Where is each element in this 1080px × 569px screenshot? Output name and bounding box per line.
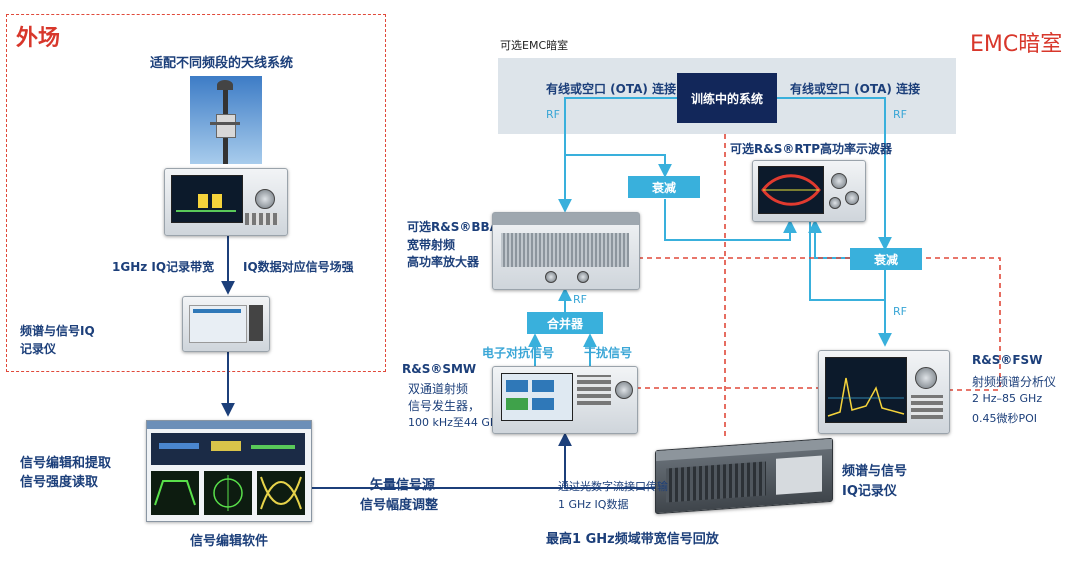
vector-label-line-2: 信号幅度调整 <box>360 498 439 513</box>
vector-label-line-1: 矢量信号源 <box>370 478 436 493</box>
recorder-label-line-2: 记录仪 <box>20 342 57 356</box>
bba-amplifier <box>492 212 640 290</box>
iq-recorder-label-line-1: 频谱与信号 <box>842 464 908 479</box>
smw-label-line-2: 双通道射频 <box>408 382 469 396</box>
outdoor-iq-recorder <box>182 296 270 352</box>
attenuator-2-box: 衰减 <box>850 248 922 270</box>
bandwidth-label: 1GHz IQ记录带宽 <box>112 260 215 274</box>
link-label-right: 有线或空口 (OTA) 连接 <box>790 82 921 96</box>
link-atten2-to-rtp <box>808 219 850 259</box>
iq-recorder-rack <box>655 437 833 515</box>
link-dut-to-atten2 <box>777 97 892 251</box>
bba-label-line-3: 高功率放大器 <box>407 255 480 269</box>
ecm-signal-label: 电子对抗信号 <box>482 346 555 360</box>
outdoor-spectrum-analyzer <box>164 168 288 236</box>
bba-label-line-1: 可选R&S®BBA <box>407 220 499 234</box>
emc-title: EMC暗室 <box>970 32 1063 57</box>
antenna-label: 适配不同频段的天线系统 <box>150 56 294 71</box>
smw-label-line-1: R&S®SMW <box>402 362 477 376</box>
interference-signal-label: 干扰信号 <box>584 346 633 360</box>
eye-diagram-graphic <box>761 174 821 206</box>
link-label-left: 有线或空口 (OTA) 连接 <box>546 82 677 96</box>
iq-recorder-label-line-2: IQ记录仪 <box>842 484 897 499</box>
bba-label-line-2: 宽带射频 <box>407 238 456 252</box>
fsw-label-line-2: 射频频谱分析仪 <box>972 375 1057 389</box>
fsw-label-line-4: 0.45微秒POI <box>972 412 1038 425</box>
combiner-box: 合并器 <box>527 312 603 334</box>
smw-signal-generator <box>492 366 638 434</box>
spectrum-trace-graphic <box>827 377 905 417</box>
outdoor-region-frame <box>6 14 386 372</box>
software-name: 信号编辑软件 <box>190 534 269 549</box>
fsw-spectrum-analyzer <box>818 350 950 434</box>
rf-label-amp: RF <box>573 293 587 306</box>
smw-label-line-3: 信号发生器， <box>408 399 481 413</box>
outdoor-title: 外场 <box>16 26 61 51</box>
chamber-label: 可选EMC暗室 <box>500 39 569 52</box>
rf-label-fsw: RF <box>893 305 907 318</box>
fiber-label-line-2: 1 GHz IQ数据 <box>558 498 629 511</box>
timeline-graphic <box>159 441 295 451</box>
recorder-label-line-1: 频谱与信号IQ <box>20 324 95 338</box>
system-under-training-box: 训练中的系统 <box>677 73 777 123</box>
link-dut-to-atten1 <box>565 154 672 178</box>
field-strength-label: IQ数据对应信号场强 <box>243 260 354 274</box>
rf-label-right: RF <box>893 108 907 121</box>
edit-label-line-2: 信号强度读取 <box>20 475 99 490</box>
rtp-label: 可选R&S®RTP高功率示波器 <box>730 142 893 156</box>
fsw-label-line-1: R&S®FSW <box>972 353 1043 367</box>
fiber-label-line-1: 通过光数字流接口传输 <box>558 480 668 493</box>
attenuator-1-box: 衰减 <box>628 176 700 198</box>
fsw-label-line-3: 2 Hz–85 GHz <box>972 392 1043 405</box>
playback-caption: 最高1 GHz频域带宽信号回放 <box>546 532 719 547</box>
link-dut-to-amp <box>558 97 677 213</box>
link-atten1-to-rtp <box>664 199 797 241</box>
antenna-photo <box>190 76 262 164</box>
edit-label-line-1: 信号编辑和提取 <box>20 456 112 471</box>
smw-label-line-4: 100 kHz至44 GHz <box>408 416 504 429</box>
signal-editing-software-window <box>146 420 312 522</box>
rf-label-left: RF <box>546 108 560 121</box>
rtp-oscilloscope <box>752 160 866 222</box>
link-iqrecorder-to-smw <box>558 432 655 489</box>
control-line-top <box>620 257 1001 390</box>
